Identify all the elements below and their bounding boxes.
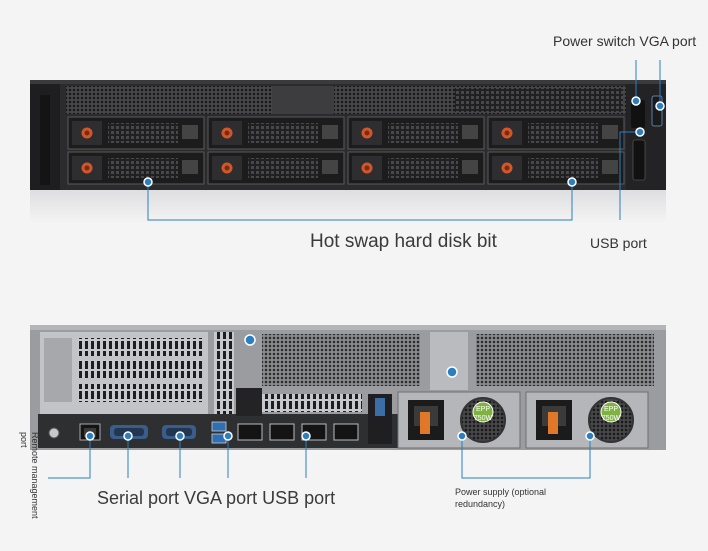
hard-disk-tray-icon xyxy=(487,116,625,150)
power-inlet-icon xyxy=(408,400,444,440)
label-power-vga: Power switch VGA port xyxy=(553,33,697,49)
epp-badge-2: EPP xyxy=(604,406,618,413)
hard-disk-tray-icon xyxy=(67,116,205,150)
front-callout-dots xyxy=(143,96,665,187)
usb-port-icon xyxy=(211,421,227,432)
label-remote-mgmt: Remote management port xyxy=(19,432,40,519)
front-callouts xyxy=(147,60,661,221)
power-inlet-icon xyxy=(536,400,572,440)
hard-disk-trays xyxy=(67,116,625,185)
label-usb-front: USB port xyxy=(590,235,647,251)
hard-disk-tray-icon xyxy=(487,151,625,185)
hard-disk-tray-icon xyxy=(67,151,205,185)
hard-disk-tray-icon xyxy=(207,151,345,185)
hard-disk-tray-icon xyxy=(347,116,485,150)
label-hot-swap: Hot swap hard disk bit xyxy=(310,231,497,252)
label-rear-ports: Serial port VGA port USB port xyxy=(97,488,336,508)
epp-badge-1: EPP xyxy=(476,406,490,413)
psu-badges: EPP 750W EPP 750W xyxy=(474,406,621,422)
rear-callout-dots xyxy=(85,431,595,441)
rear-callouts xyxy=(48,436,591,479)
hard-disk-tray-icon xyxy=(347,151,485,185)
watt-badge-2: 750W xyxy=(602,415,621,422)
label-power-supply: Power supply (optional redundancy) xyxy=(455,487,547,509)
hard-disk-tray-icon xyxy=(207,116,345,150)
watt-badge-1: 750W xyxy=(474,415,493,422)
